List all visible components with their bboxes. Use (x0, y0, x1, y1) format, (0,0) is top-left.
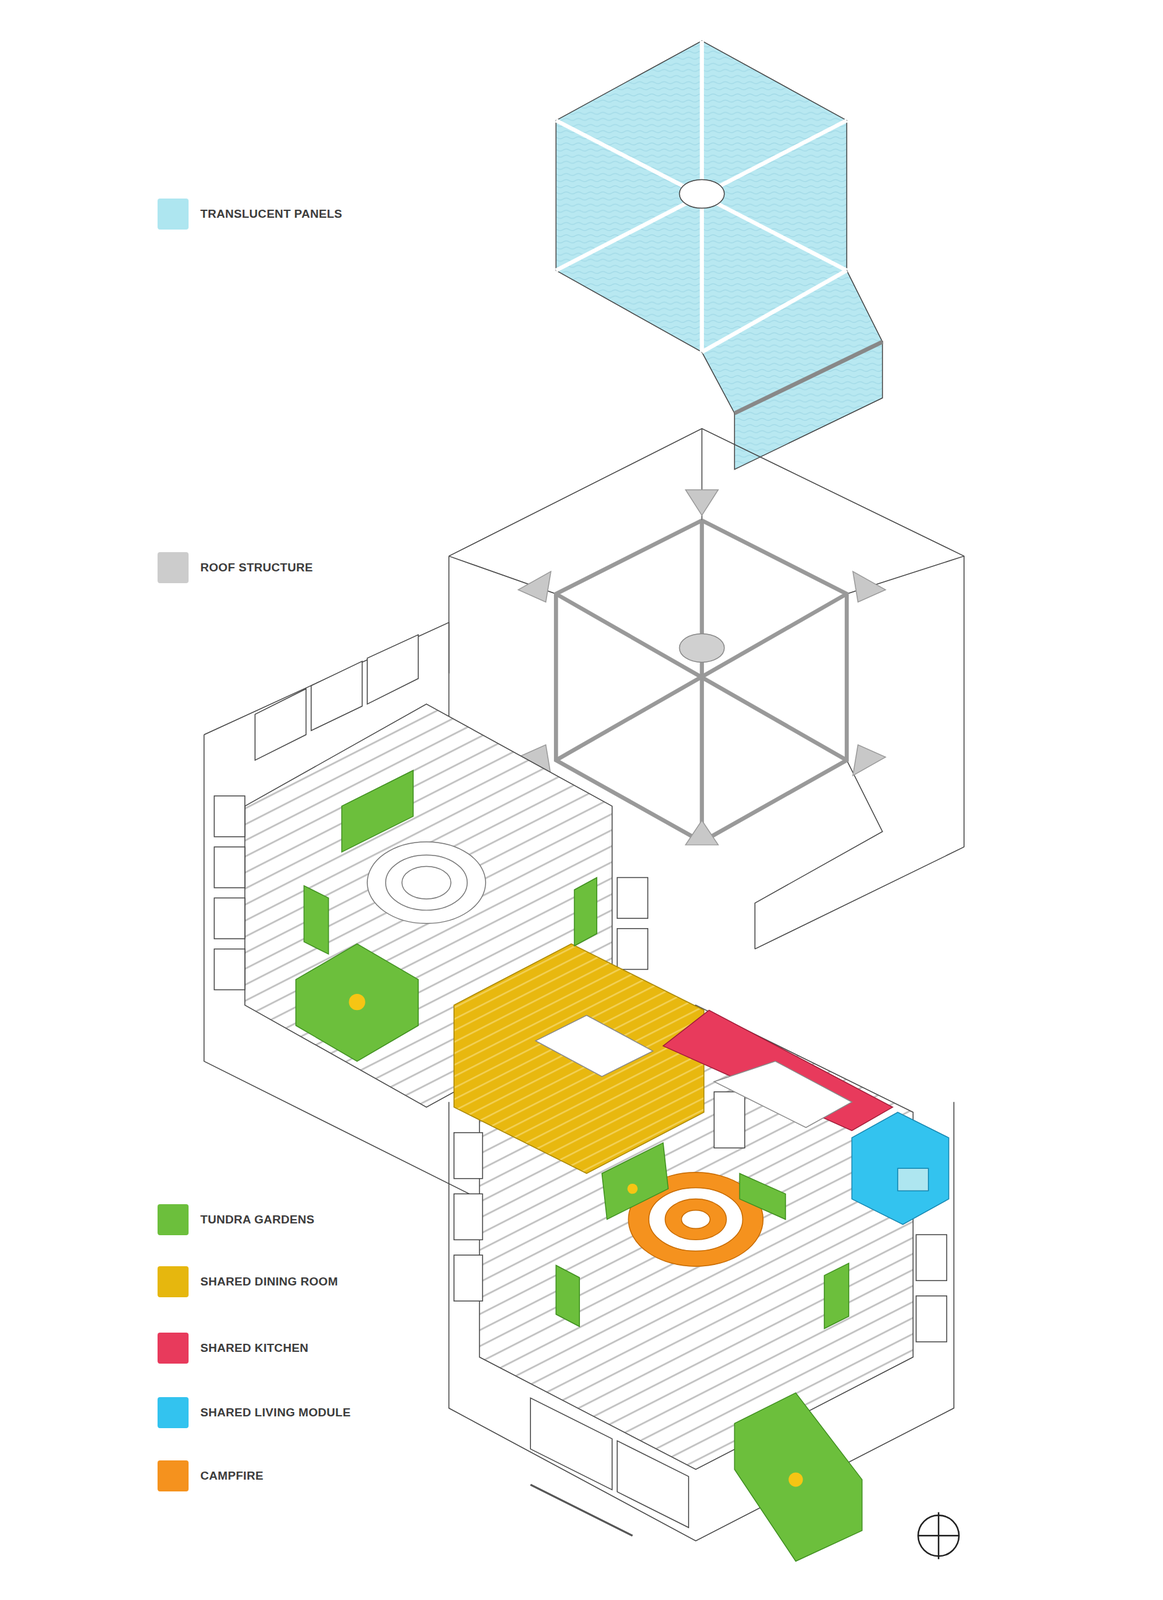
drawing-part (627, 1183, 638, 1194)
legend-swatch (157, 1265, 189, 1297)
drawing-part (664, 1198, 727, 1240)
drawing-part (367, 634, 419, 705)
drawing-part (213, 846, 245, 888)
drawing-part (555, 120, 847, 271)
drawing-part (303, 885, 329, 954)
drawing-part (385, 854, 468, 910)
drawing-part (663, 1009, 893, 1131)
drawing-part (349, 993, 366, 1010)
legend-label: SHARED LIVING MODULE (200, 1405, 351, 1420)
drawing-part (367, 841, 486, 924)
drawing-part (852, 744, 886, 776)
drawing-part (648, 1187, 743, 1252)
drawing-part (295, 770, 863, 1562)
drawing-part (679, 179, 724, 209)
drawing-part (734, 341, 883, 470)
drawing-part (734, 341, 883, 414)
drawing-part (204, 40, 964, 1562)
drawing-part (681, 1210, 711, 1229)
drawing-part (754, 846, 964, 949)
drawing-part (617, 928, 648, 970)
drawing-part (341, 770, 414, 853)
drawing-part (699, 520, 705, 842)
drawing-part (311, 661, 363, 731)
drawing-part (916, 1234, 947, 1281)
drawing-part (454, 1254, 483, 1301)
drawing-part (213, 949, 245, 990)
drawing-part (254, 688, 306, 760)
drawing-part (897, 1167, 928, 1191)
drawing-part (213, 634, 648, 990)
drawing-part (367, 841, 486, 924)
drawing-part (679, 633, 724, 662)
drawing-part (535, 1015, 653, 1077)
drawing-part (788, 1471, 803, 1487)
drawing-part (295, 943, 419, 1061)
drawing-part (917, 1534, 959, 1536)
drawing-part (685, 490, 719, 516)
drawing-part (530, 1484, 633, 1536)
drawing-part (739, 1172, 786, 1219)
drawing-part (754, 759, 883, 949)
drawing-part (555, 593, 847, 760)
drawing-part (851, 1112, 949, 1225)
drawing-part (518, 571, 552, 602)
drawing-part (713, 1061, 852, 1128)
legend-label: SHARED DINING ROOM (200, 1274, 339, 1289)
legend-swatch (157, 198, 189, 230)
drawing-part (852, 571, 886, 602)
legend-label: TUNDRA GARDENS (200, 1212, 315, 1227)
drawing-part (555, 593, 847, 760)
drawing-part (702, 270, 848, 353)
drawing-part (601, 1142, 669, 1219)
legend-swatch (157, 1460, 189, 1492)
drawing-part (685, 819, 719, 845)
legend-swatch (157, 552, 189, 584)
drawing-part (617, 877, 648, 919)
drawing-part (401, 865, 451, 899)
drawing-part (617, 1440, 689, 1528)
drawing-part (574, 877, 597, 946)
drawing-part (213, 795, 245, 837)
drawing-part (555, 520, 847, 842)
legend-label: SHARED KITCHEN (200, 1341, 309, 1355)
drawing-part (555, 120, 847, 271)
legend-label: ROOF STRUCTURE (200, 560, 314, 575)
drawing-part (824, 1262, 849, 1328)
drawing-part (734, 1392, 863, 1561)
drawing-part (213, 897, 245, 939)
drawing-part (555, 520, 847, 842)
drawing-part (555, 1265, 580, 1327)
drawing-part (454, 1193, 483, 1240)
drawing-part (454, 1132, 483, 1179)
legend-swatch (157, 1203, 189, 1235)
drawing-part (713, 1091, 745, 1148)
legend-label: TRANSLUCENT PANELS (200, 207, 343, 221)
legend-swatch (157, 1332, 189, 1364)
drawing-part (916, 1295, 947, 1342)
drawing-part (454, 943, 705, 1173)
drawing-part (555, 40, 883, 470)
legend-swatch (157, 1396, 189, 1428)
drawing-part (530, 1397, 613, 1490)
drawing-part (349, 993, 804, 1487)
drawing-part (555, 40, 847, 353)
legend-label: CAMPFIRE (200, 1468, 264, 1483)
